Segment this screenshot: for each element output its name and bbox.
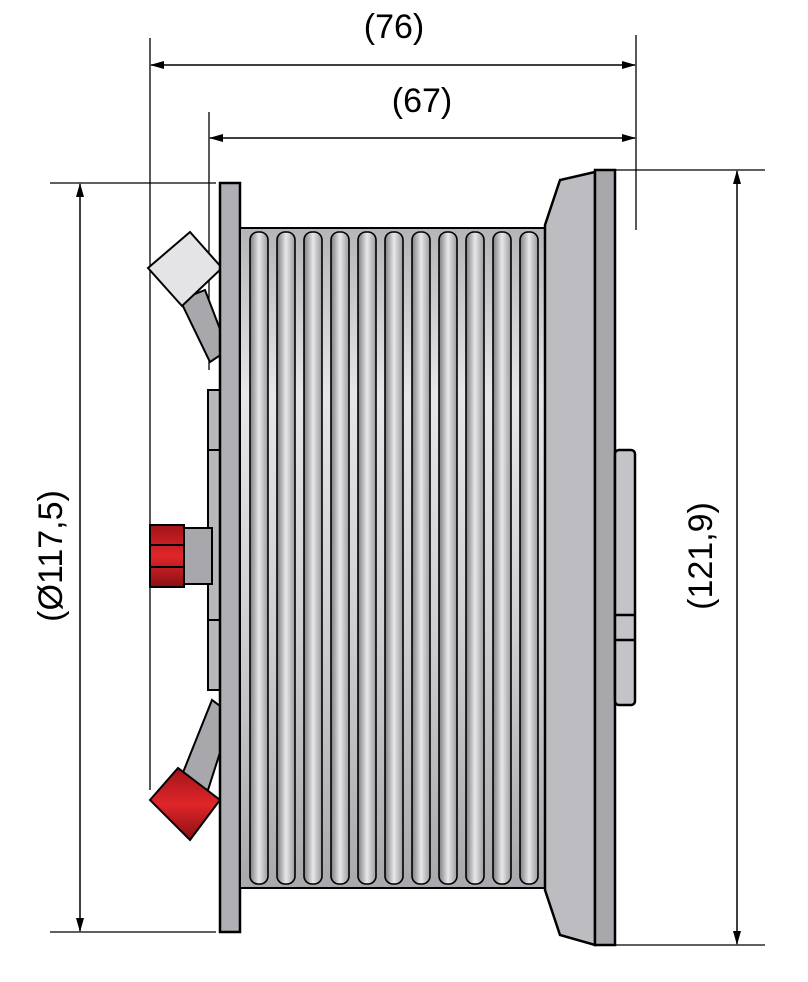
drum-groove (492, 231, 512, 885)
dimension-lines (76, 61, 741, 945)
drum-groove (519, 231, 539, 885)
center-red-nut (149, 524, 213, 588)
drum-body (239, 227, 546, 889)
drum-groove (438, 231, 458, 885)
drum-groove (276, 231, 296, 885)
drum-groove (411, 231, 431, 885)
dim-label-67: (67) (392, 82, 452, 120)
drum-grooves (249, 231, 539, 885)
right-flange (543, 168, 637, 947)
left-flange (218, 181, 242, 934)
drum-groove (465, 231, 485, 885)
drum-groove (303, 231, 323, 885)
drum-groove (384, 231, 404, 885)
drum-groove (357, 231, 377, 885)
top-bolt (146, 230, 230, 364)
dim-label-117-5: (Ø117,5) (32, 490, 70, 622)
dim-label-76: (76) (364, 8, 424, 46)
dim-label-121-9: (121,9) (682, 502, 720, 610)
drum-groove (330, 231, 350, 885)
drum-groove (249, 231, 269, 885)
extension-lines (50, 35, 765, 946)
